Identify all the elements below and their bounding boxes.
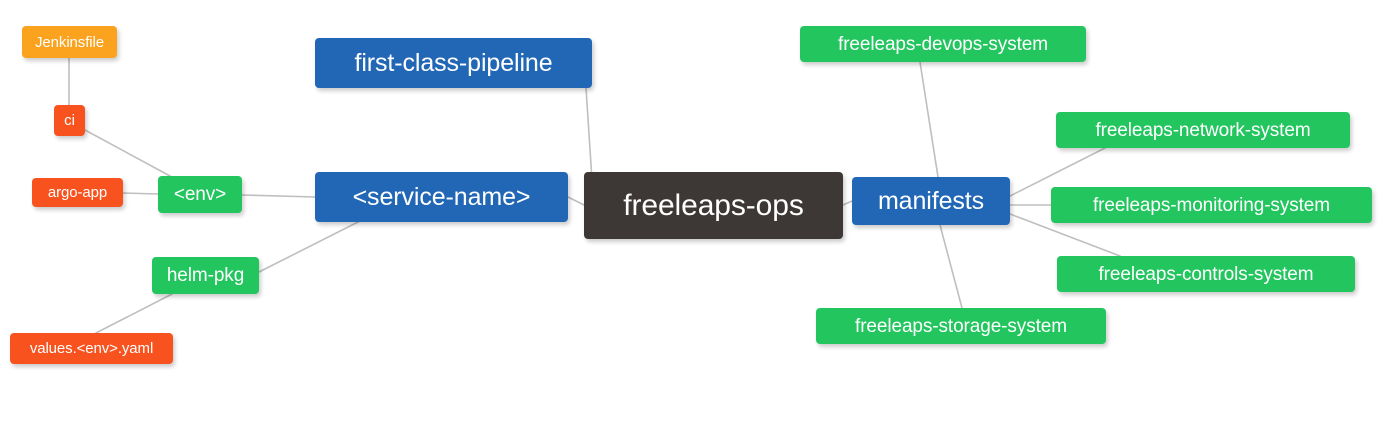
node-devops[interactable]: freeleaps-devops-system <box>800 26 1086 62</box>
node-storage[interactable]: freeleaps-storage-system <box>816 308 1106 344</box>
node-monitoring[interactable]: freeleaps-monitoring-system <box>1051 187 1372 223</box>
edge-env-to-argoapp <box>122 192 159 195</box>
node-pipeline[interactable]: first-class-pipeline <box>315 38 592 88</box>
node-service[interactable]: <service-name> <box>315 172 568 222</box>
edge-service-to-env <box>241 194 316 198</box>
edge-root-to-service <box>567 196 585 206</box>
node-argoapp[interactable]: argo-app <box>32 178 123 207</box>
node-valuesyaml[interactable]: values.<env>.yaml <box>10 333 173 364</box>
edge-helm-to-valuesyaml <box>95 293 173 334</box>
edge-env-to-ci <box>84 129 171 177</box>
node-manifests[interactable]: manifests <box>852 177 1010 225</box>
edge-root-to-pipeline <box>585 87 593 181</box>
edge-manifests-to-storage <box>939 224 963 309</box>
node-controls[interactable]: freeleaps-controls-system <box>1057 256 1355 292</box>
edge-service-to-helm <box>258 220 361 273</box>
node-ci[interactable]: ci <box>54 105 85 136</box>
node-root[interactable]: freeleaps-ops <box>584 172 843 239</box>
edge-root-to-manifests <box>842 200 853 206</box>
node-network[interactable]: freeleaps-network-system <box>1056 112 1350 148</box>
node-helm[interactable]: helm-pkg <box>152 257 259 294</box>
edge-manifests-to-devops <box>919 61 939 178</box>
node-env[interactable]: <env> <box>158 176 242 213</box>
node-jenkinsfile[interactable]: Jenkinsfile <box>22 26 117 58</box>
